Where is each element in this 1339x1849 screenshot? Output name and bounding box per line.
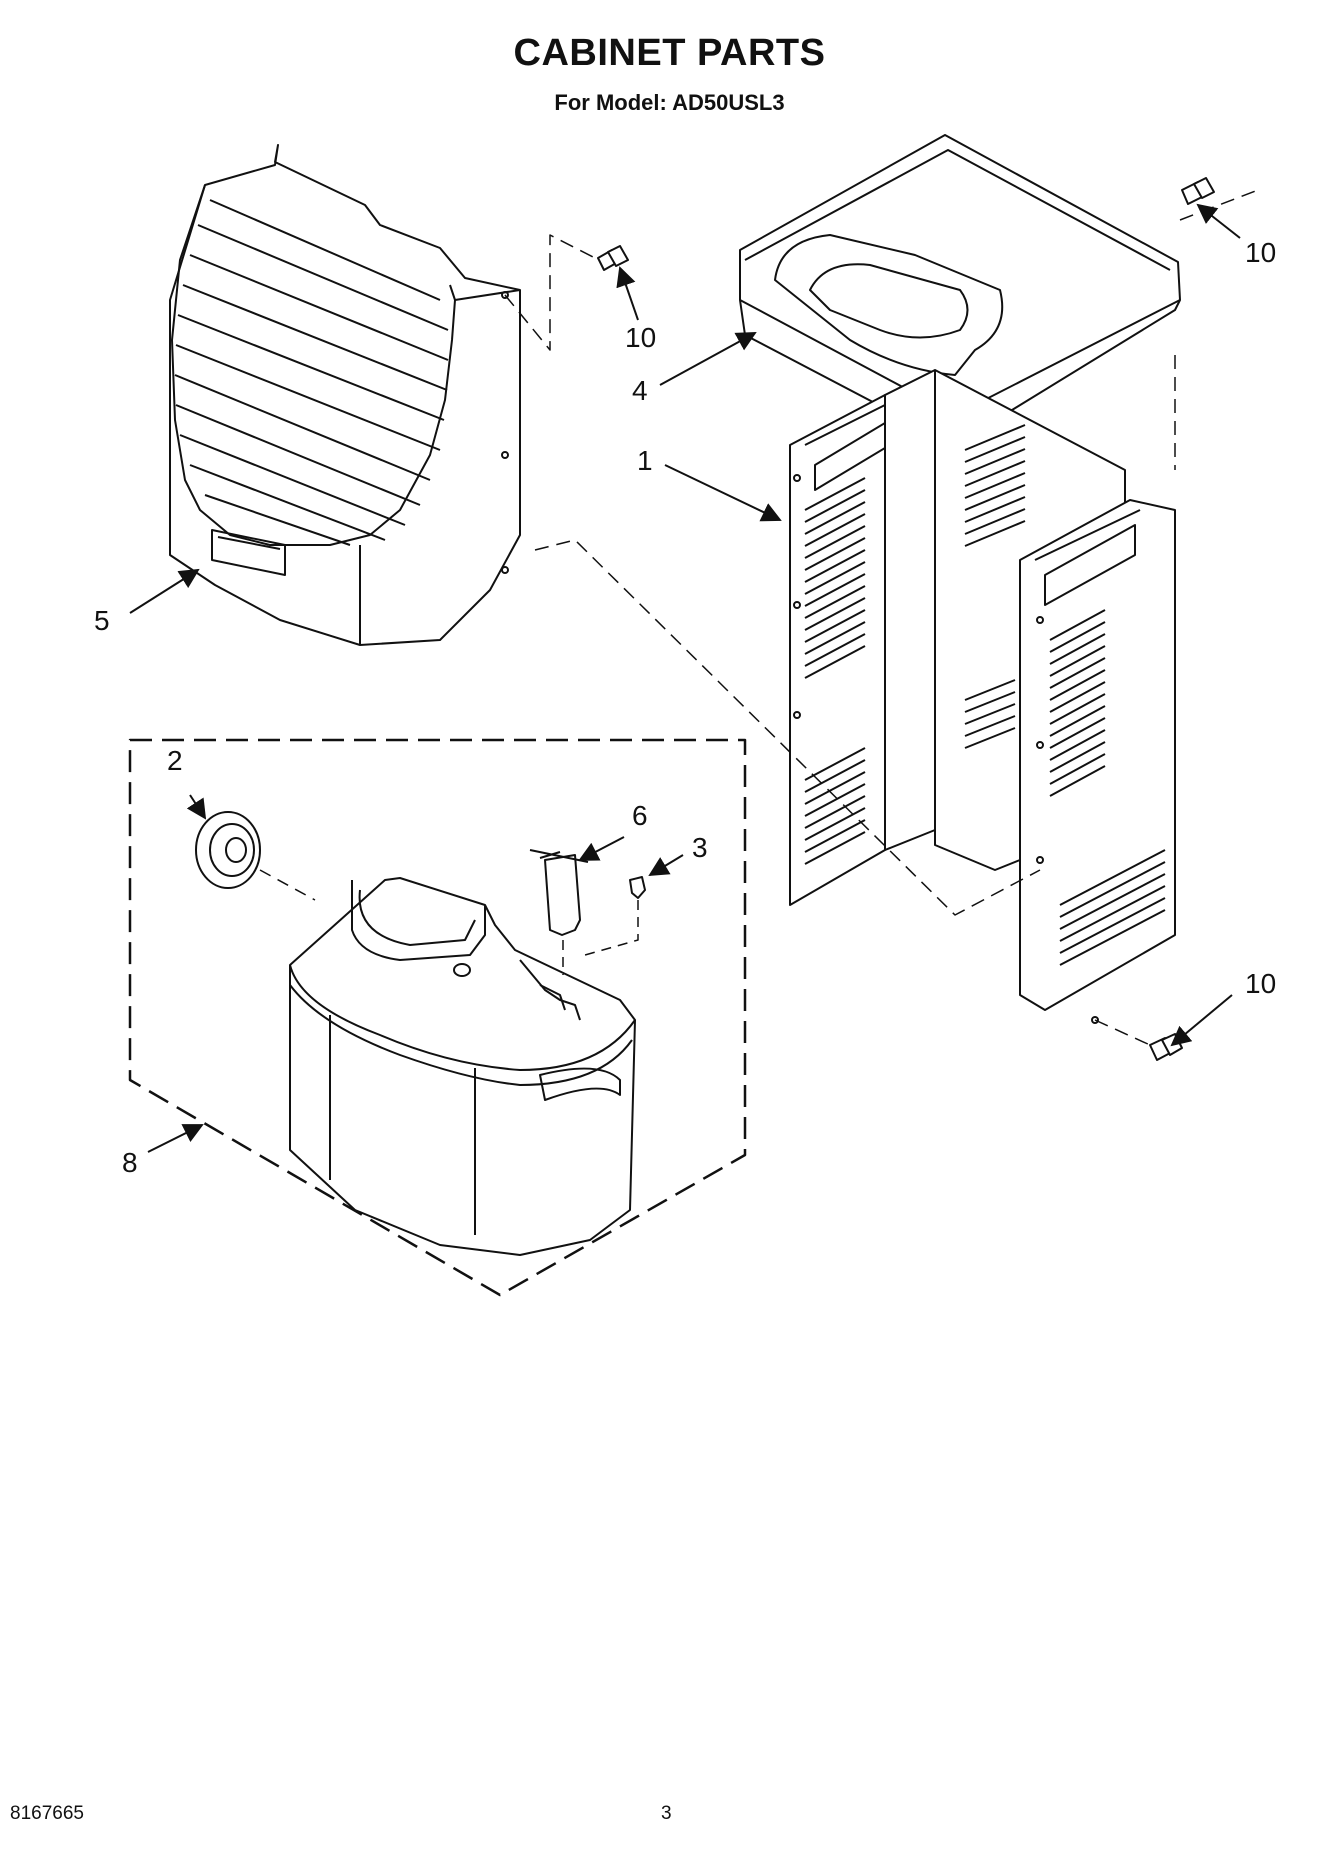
main-cabinet-shell: [789, 369, 1176, 1024]
callout-4: 4: [632, 375, 648, 406]
leader-arrow-3: [648, 854, 684, 877]
leader-arrow-4: [659, 332, 757, 386]
page-number: 3: [661, 1803, 672, 1824]
screw-10-upper-right: [1181, 177, 1215, 205]
drain-connector: [529, 849, 589, 936]
float-gauge: [195, 811, 261, 889]
callout-2: 2: [167, 745, 183, 776]
leader-arrow-1: [664, 464, 782, 522]
leader-arrow-6: [578, 836, 625, 861]
leader-arrow-2: [186, 794, 207, 820]
plug: [629, 876, 646, 899]
front-grille-cover: [169, 144, 521, 646]
callout-1: 1: [637, 445, 653, 476]
model-subtitle: For Model: AD50USL3: [554, 90, 785, 115]
screw-10-lower-right: [1149, 1033, 1183, 1061]
callout-10-lower-right: 10: [1245, 968, 1276, 999]
callout-5: 5: [94, 605, 110, 636]
callout-10-upper-middle: 10: [625, 322, 656, 353]
callout-3: 3: [692, 832, 708, 863]
callout-8: 8: [122, 1147, 138, 1178]
page-title: CABINET PARTS: [513, 32, 826, 74]
water-bucket: [289, 877, 636, 1256]
callout-6: 6: [632, 800, 648, 831]
leader-arrow-8: [147, 1124, 204, 1153]
callout-10-upper-right: 10: [1245, 237, 1276, 268]
bucket-kit-outline: [128, 738, 747, 1297]
screw-10-upper-middle: [597, 245, 629, 271]
leader-arrow-5: [129, 568, 200, 614]
leader-arrow-10a: [616, 266, 639, 321]
document-number: 8167665: [10, 1803, 84, 1824]
leader-arrow-10b: [1196, 203, 1241, 239]
leader-arrow-10c: [1170, 994, 1233, 1047]
